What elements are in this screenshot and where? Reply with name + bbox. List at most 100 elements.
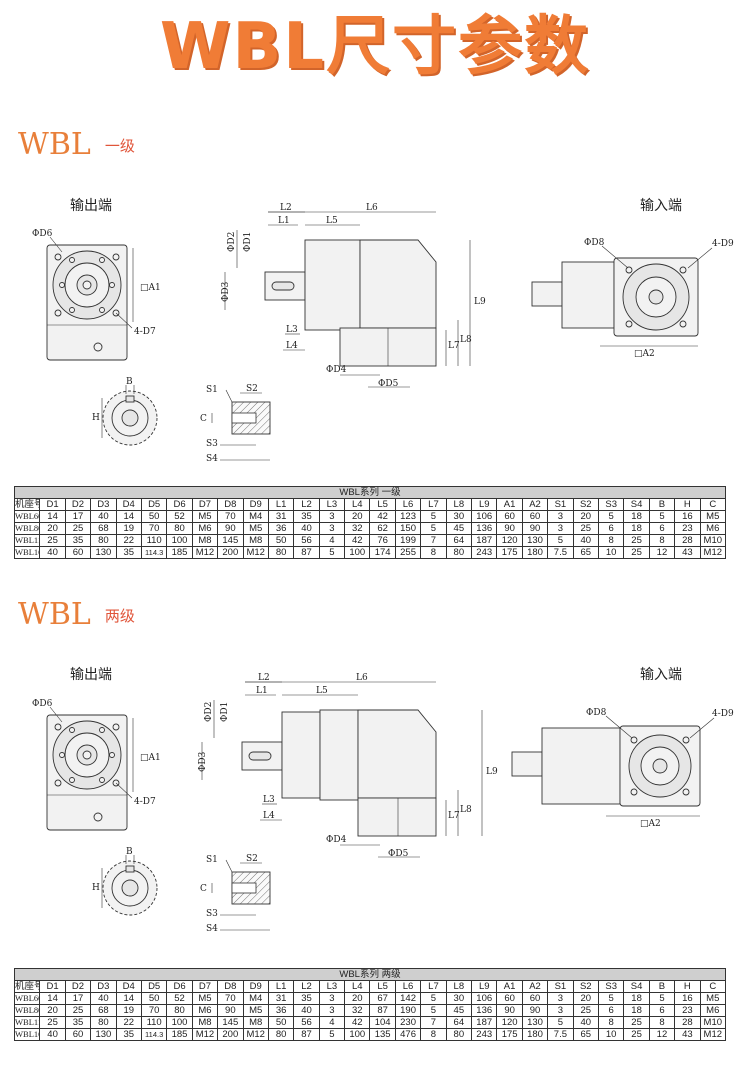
column-header: L9 xyxy=(471,980,498,993)
section-heading-model: WBL xyxy=(18,127,91,162)
table-cell: 25 xyxy=(39,534,66,547)
table-cell: 45 xyxy=(445,1004,473,1017)
table-cell: 50 xyxy=(267,1016,295,1029)
table-cell: 17 xyxy=(64,992,92,1005)
table-cell: 52 xyxy=(166,992,193,1005)
table-cell: 45 xyxy=(445,522,473,535)
column-header: A1 xyxy=(496,980,523,993)
table-cell: 100 xyxy=(166,534,193,547)
label-d9: 4-D9 xyxy=(712,239,734,249)
table-cell: 200 xyxy=(217,546,244,559)
table-cell: 30 xyxy=(445,992,473,1005)
table-cell: M8 xyxy=(191,1016,219,1029)
label-d4: ΦD4 xyxy=(326,365,347,375)
table-cell: 255 xyxy=(394,546,422,559)
table-cell: 243 xyxy=(471,1028,498,1041)
table-cell: 16 xyxy=(674,510,701,523)
table-cell: 76 xyxy=(369,534,396,547)
table-cell: 136 xyxy=(471,522,498,535)
shaft-key-section: B H xyxy=(92,377,158,446)
table-cell: M4 xyxy=(242,510,269,523)
spec-table-one-stage: WBL系列 一级 机座号D1D2D3D4D5D6D7D8D9L1L2L3L4L5… xyxy=(13,486,727,559)
column-header: D7 xyxy=(191,498,219,511)
table-cell: 50 xyxy=(140,992,168,1005)
table-cell: 40 xyxy=(90,992,117,1005)
table-cell: 80 xyxy=(166,1004,193,1017)
table-cell: 60 xyxy=(496,992,523,1005)
column-header: L9 xyxy=(471,498,498,511)
table-cell: 5 xyxy=(318,546,346,559)
label-d2: ΦD2 xyxy=(227,232,237,252)
column-header: L6 xyxy=(394,498,422,511)
table-cell: 8 xyxy=(420,546,447,559)
table-cell: 10 xyxy=(597,1028,625,1041)
table-cell: 5 xyxy=(420,992,447,1005)
table-cell: 25 xyxy=(623,1016,650,1029)
table-cell: 25 xyxy=(623,534,650,547)
column-header: L8 xyxy=(445,498,473,511)
table-cell: 8 xyxy=(648,1016,676,1029)
table-cell: 18 xyxy=(623,522,650,535)
table-cell: 68 xyxy=(90,1004,117,1017)
column-header: L4 xyxy=(344,498,371,511)
label-s1: S1 xyxy=(206,855,218,865)
table-cell: 31 xyxy=(267,992,295,1005)
label-d3: ΦD3 xyxy=(221,281,231,302)
gearbox-side-view: L2 L1 L5 L6 ΦD2 ΦD1 ΦD3 L3 L4 L7 L8 L9 Φ… xyxy=(198,673,498,859)
label-l8: L8 xyxy=(460,335,472,345)
column-header: D4 xyxy=(115,498,142,511)
table-cell: 14 xyxy=(39,992,66,1005)
table-row: WBL160406013035114.3185M12200M1280875100… xyxy=(13,546,727,559)
label-s2: S2 xyxy=(246,854,258,864)
table-cell: 40 xyxy=(90,510,117,523)
table-cell: 100 xyxy=(344,1028,371,1041)
label-l5: L5 xyxy=(316,686,328,696)
column-header: S2 xyxy=(572,498,599,511)
label-l1: L1 xyxy=(256,686,268,696)
tapped-hole-section: S1 S2 C S3 S4 xyxy=(200,854,271,934)
table-cell: M10 xyxy=(699,534,727,547)
table-cell: 80 xyxy=(166,522,193,535)
table-cell: M5 xyxy=(699,992,727,1005)
table-cell: 56 xyxy=(293,534,320,547)
label-d9: 4-D9 xyxy=(712,709,734,719)
table-cell: 185 xyxy=(166,1028,193,1041)
table-cell: 3 xyxy=(318,522,346,535)
table-cell: 23 xyxy=(674,1004,701,1017)
label-s1: S1 xyxy=(206,385,218,395)
table-cell: 120 xyxy=(496,1016,523,1029)
column-header: 机座号 xyxy=(13,980,41,993)
label-a2: □A2 xyxy=(634,349,655,359)
table-cell: 7 xyxy=(420,534,447,547)
table-cell: 20 xyxy=(39,522,66,535)
table-cell: 106 xyxy=(471,510,498,523)
label-d3: ΦD3 xyxy=(198,751,208,772)
table-cell: 187 xyxy=(471,534,498,547)
table-cell: 3 xyxy=(547,1004,574,1017)
table-cell: 80 xyxy=(90,1016,117,1029)
table-cell: M6 xyxy=(191,522,219,535)
label-d1: ΦD1 xyxy=(220,702,230,722)
table-cell: M8 xyxy=(191,534,219,547)
gearbox-side-view: L2 L1 L5 L6 ΦD2 ΦD1 ΦD3 L3 L4 L7 L8 L9 Φ… xyxy=(221,203,486,389)
table-cell: M12 xyxy=(191,546,219,559)
table-cell: 5 xyxy=(547,534,574,547)
label-s3: S3 xyxy=(206,909,218,919)
table-cell: 20 xyxy=(344,510,371,523)
table-cell: 32 xyxy=(344,522,371,535)
spec-table-two-stage: WBL系列 两级 机座号D1D2D3D4D5D6D7D8D9L1L2L3L4L5… xyxy=(13,968,727,1041)
label-l4: L4 xyxy=(263,811,275,821)
spec-table-header-row: 机座号D1D2D3D4D5D6D7D8D9L1L2L3L4L5L6L7L8L9A… xyxy=(13,980,727,993)
table-cell: 174 xyxy=(369,546,396,559)
label-a2: □A2 xyxy=(640,819,661,829)
table-cell: 20 xyxy=(344,992,371,1005)
table-cell: 52 xyxy=(166,510,193,523)
table-cell: 114.3 xyxy=(140,1028,168,1041)
column-header: L3 xyxy=(318,498,346,511)
table-cell: 6 xyxy=(597,522,625,535)
